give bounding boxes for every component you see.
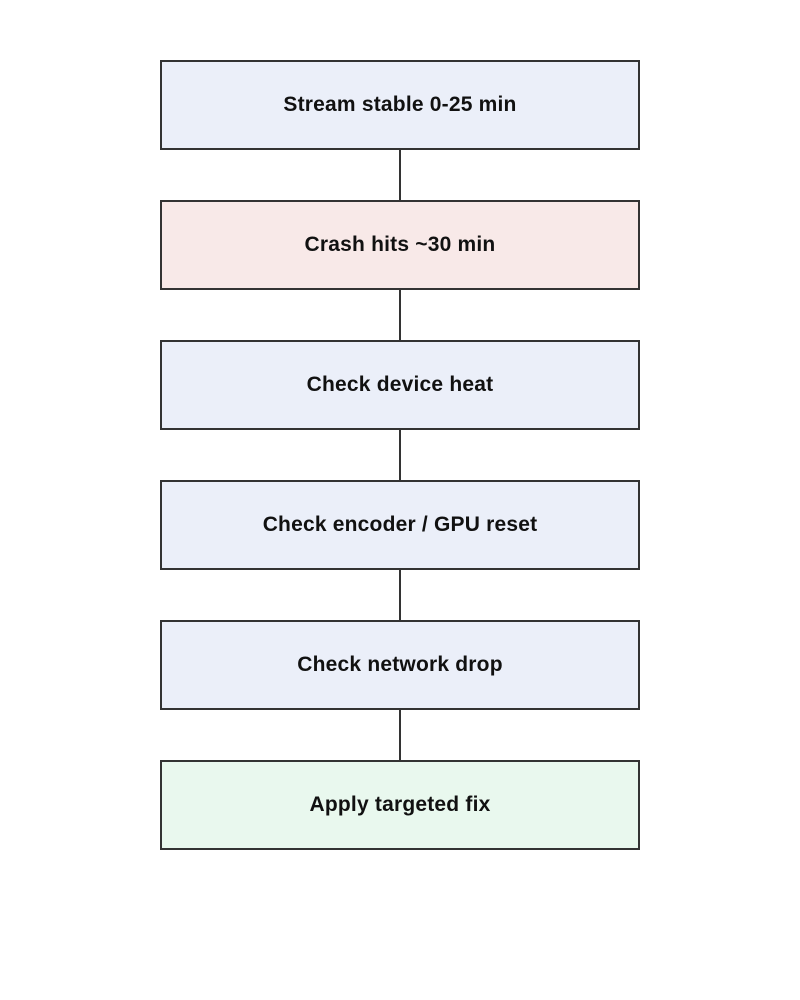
connector-line (399, 570, 401, 620)
step-label: Stream stable 0-25 min (283, 93, 517, 116)
step-box-encoder-gpu: Check encoder / GPU reset (160, 480, 640, 570)
connector-line (399, 150, 401, 200)
step-label: Check device heat (306, 373, 494, 396)
step-label: Check encoder / GPU reset (262, 513, 538, 536)
step-box-device-heat: Check device heat (160, 340, 640, 430)
connector-line (399, 430, 401, 480)
step-label: Check network drop (297, 653, 503, 676)
step-box-apply-fix: Apply targeted fix (160, 760, 640, 850)
step-label: Apply targeted fix (309, 793, 491, 816)
connector-line (399, 710, 401, 760)
step-label: Crash hits ~30 min (304, 233, 496, 256)
step-box-crash: Crash hits ~30 min (160, 200, 640, 290)
step-box-stream-stable: Stream stable 0-25 min (160, 60, 640, 150)
step-box-network-drop: Check network drop (160, 620, 640, 710)
connector-line (399, 290, 401, 340)
